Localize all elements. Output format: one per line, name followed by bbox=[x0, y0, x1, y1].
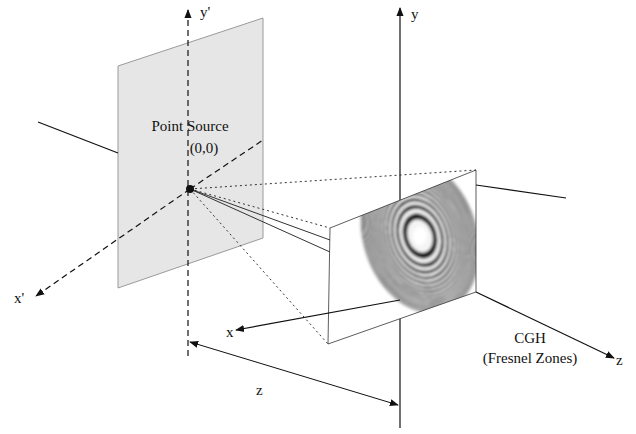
coordinate-label: (0,0) bbox=[190, 140, 219, 157]
dimension-label: z bbox=[256, 382, 263, 399]
x-axis bbox=[236, 300, 400, 330]
hologram-border bbox=[328, 170, 476, 344]
point-source-dot bbox=[186, 185, 194, 193]
component-label: CGH bbox=[514, 330, 546, 347]
axis-label: x bbox=[226, 324, 234, 341]
x-prime-axis bbox=[36, 189, 190, 296]
rays bbox=[190, 170, 476, 344]
z-axis bbox=[476, 292, 614, 358]
axis-label: x' bbox=[14, 290, 24, 307]
hologram bbox=[320, 144, 498, 360]
y-prime-axis bbox=[187, 10, 188, 356]
point-label: Point Source bbox=[151, 118, 228, 135]
x-prime-axis bbox=[190, 140, 263, 189]
component-label: (Fresnel Zones) bbox=[483, 350, 578, 367]
x-axis bbox=[476, 185, 566, 198]
axis-label: y bbox=[411, 6, 419, 23]
source-plane bbox=[118, 18, 263, 288]
dimension-line bbox=[190, 342, 398, 405]
axis-line bbox=[38, 122, 118, 153]
axis-label: y' bbox=[200, 4, 210, 21]
axis-label: z bbox=[616, 352, 623, 369]
